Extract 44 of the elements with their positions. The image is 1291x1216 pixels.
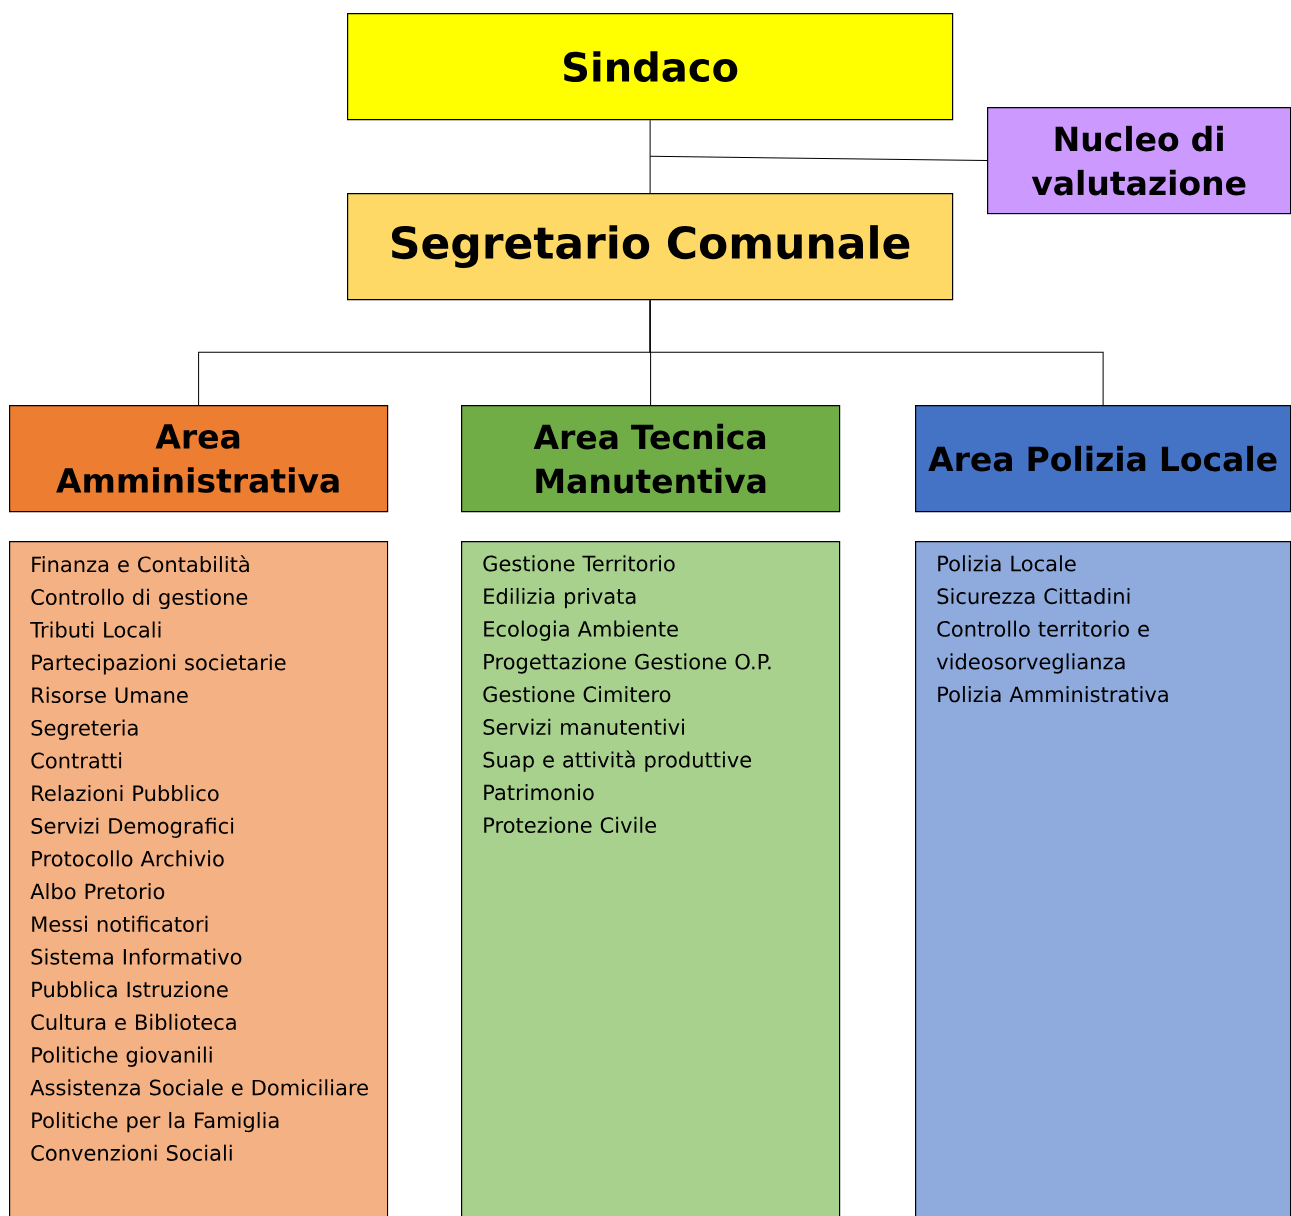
list-item: Servizi Demografici — [31, 817, 234, 838]
list-item: Partecipazioni societarie — [32, 654, 286, 675]
list-item: Politiche per la Famiglia — [32, 1111, 279, 1133]
list-item: Protezione Civile — [484, 816, 656, 834]
list-item: Risorse Umane — [32, 686, 188, 704]
list-item: Suap e attività produttive — [483, 750, 752, 772]
list-box — [9, 541, 389, 1216]
connector-line — [649, 299, 1104, 406]
connector-line — [649, 155, 988, 162]
list-item: Edilizia privata — [484, 587, 636, 609]
title-box: Area Polizia Locale — [915, 405, 1291, 513]
list-item: Messi notificatori — [32, 915, 208, 932]
list-item: Segreteria — [31, 719, 138, 740]
list-item: Convenzioni Sociali — [31, 1144, 232, 1161]
list-item: Politiche giovanili — [32, 1046, 212, 1067]
title-box: Sindaco — [347, 13, 954, 121]
list-item: Cultura e Biblioteca — [31, 1013, 236, 1031]
list-box — [461, 541, 841, 1216]
title-box: Nucleo di valutazione — [987, 107, 1291, 215]
list-item: Polizia Amministrativa — [938, 686, 1168, 703]
list-item: Gestione Cimitero — [483, 686, 671, 703]
list-item: Contratti — [31, 752, 122, 769]
title-box: Area Amministrativa — [9, 405, 389, 513]
list-item: Relazioni Pubblico — [32, 784, 219, 802]
title-box: Segretario Comunale — [347, 193, 954, 301]
list-box — [915, 541, 1291, 1216]
list-item: Sistema Informativo — [31, 948, 242, 965]
list-item: Finanza e Contabilità — [32, 555, 249, 573]
list-item: Ecologia Ambiente — [484, 620, 678, 641]
list-item: Albo Pretorio — [30, 883, 165, 900]
list-item: Sicurezza Cittadini — [937, 587, 1130, 605]
list-item: Protocollo Archivio — [32, 850, 224, 867]
list-item: Controllo territorio e videosorveglianza — [936, 620, 1149, 674]
list-item: Tributi Locali — [30, 621, 161, 638]
list-item: Servizi manutentivi — [483, 718, 684, 735]
list-item: Progettazione Gestione O.P. — [484, 653, 771, 674]
list-item: Patrimonio — [484, 784, 594, 801]
list-item: Assistenza Sociale e Domiciliare — [30, 1079, 368, 1096]
connector-line — [649, 119, 651, 194]
list-item: Controllo di gestione — [31, 588, 248, 610]
title-box: Area Tecnica Manutentiva — [461, 405, 841, 513]
list-item: Polizia Locale — [938, 555, 1076, 572]
list-item: Pubblica Istruzione — [32, 981, 228, 998]
list-item: Gestione Territorio — [483, 555, 675, 572]
